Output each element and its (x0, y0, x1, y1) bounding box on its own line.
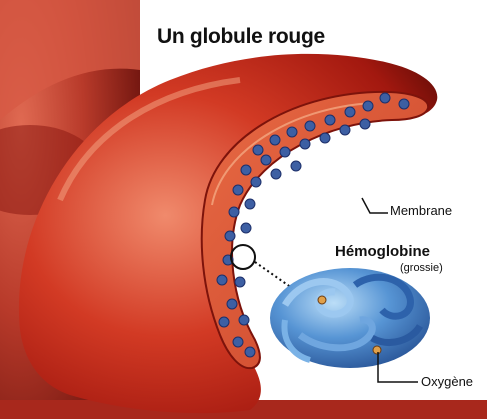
hemoglobin-enlarged (270, 268, 430, 368)
zoom-leader (255, 262, 292, 288)
oxygene-label: Oxygène (421, 374, 473, 389)
diagram-title: Un globule rouge (157, 25, 325, 49)
hemoglobine-label: Hémoglobine (335, 243, 430, 260)
grossie-label: (grossie) (400, 262, 443, 274)
membrane-label: Membrane (390, 203, 452, 218)
membrane-leader (362, 198, 388, 213)
zoom-circle (231, 245, 255, 269)
